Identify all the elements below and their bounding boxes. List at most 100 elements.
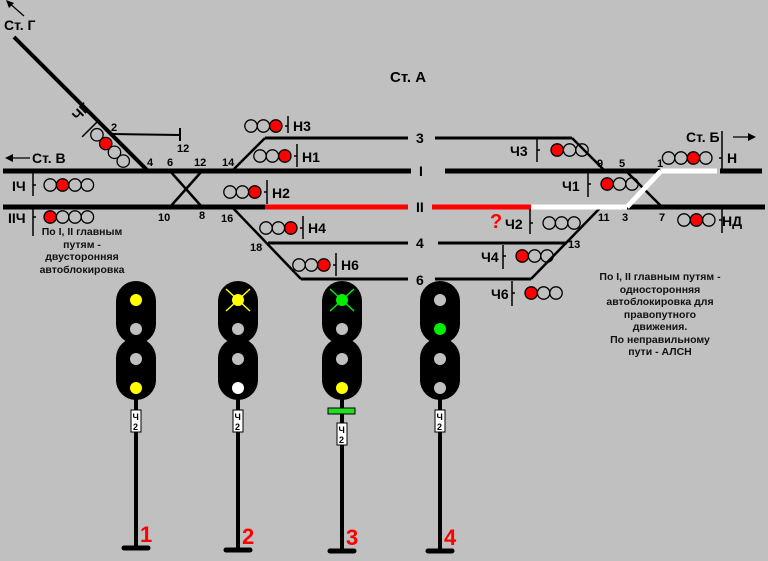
route-highlight bbox=[265, 168, 717, 210]
lamp-off bbox=[80, 178, 95, 192]
lamp-off bbox=[336, 323, 348, 335]
station-v-label: Ст. В bbox=[32, 150, 66, 166]
signal-label: Н3 bbox=[293, 118, 311, 134]
track-label-6: 6 bbox=[416, 272, 424, 288]
signal-Н3: Н3 bbox=[244, 116, 311, 134]
lamp-off bbox=[232, 353, 244, 365]
lamp-white bbox=[232, 382, 244, 394]
option-signal-1[interactable]: Ч21 bbox=[116, 281, 156, 551]
lamp-off bbox=[625, 177, 639, 191]
lamp-off bbox=[80, 210, 95, 224]
lamp-off bbox=[235, 185, 250, 199]
signal-label: IЧ bbox=[12, 178, 26, 194]
switch-number: 13 bbox=[568, 239, 580, 251]
lamp-off bbox=[253, 149, 267, 163]
signal-label: ЧГ bbox=[69, 100, 93, 124]
switch-number: 2 bbox=[111, 122, 117, 134]
signal-plate-bottom: 2 bbox=[339, 435, 344, 445]
lamp-off bbox=[540, 249, 554, 263]
lamp-lit bbox=[55, 178, 70, 192]
lamp-off bbox=[271, 221, 286, 235]
turnout-14 bbox=[231, 137, 266, 172]
signal-plate bbox=[232, 409, 244, 433]
lamp-off bbox=[698, 151, 713, 165]
switch-number: 5 bbox=[619, 158, 625, 170]
lamp-off bbox=[527, 249, 542, 263]
lamp-off bbox=[674, 151, 688, 165]
signal-Ч1: Ч1 bbox=[562, 173, 639, 197]
lamp-lit bbox=[686, 151, 701, 165]
signal-label: НД bbox=[722, 213, 742, 229]
track-label-II: II bbox=[416, 199, 424, 215]
turnout-9 bbox=[571, 137, 606, 172]
signal-head-upper bbox=[116, 281, 156, 344]
switch-number: 18 bbox=[250, 242, 262, 254]
signal-head-lower bbox=[116, 338, 156, 400]
signal-label: Ч4 bbox=[481, 249, 499, 265]
lamp-lit bbox=[550, 143, 565, 157]
lamp-off bbox=[612, 177, 627, 191]
track-label-3: 3 bbox=[416, 130, 424, 146]
switch-number: 4 bbox=[147, 157, 154, 169]
lamp-off bbox=[223, 185, 237, 199]
option-signal-2[interactable]: Ч22 bbox=[218, 281, 258, 553]
lamp-lit bbox=[515, 249, 530, 263]
signal-plate-top: Ч bbox=[437, 412, 443, 422]
option-signal-3[interactable]: Ч23 bbox=[322, 281, 362, 554]
switch-number: 8 bbox=[199, 210, 205, 222]
signal-label: IIЧ bbox=[8, 210, 26, 226]
lamp-off bbox=[434, 382, 446, 394]
switch-number: 7 bbox=[659, 212, 665, 224]
signal-НД: НД bbox=[677, 208, 742, 233]
lamp-off bbox=[256, 119, 271, 133]
lamp-off bbox=[567, 216, 581, 230]
option-signal-4[interactable]: Ч24 bbox=[420, 281, 460, 554]
signal-label: Н4 bbox=[308, 220, 326, 236]
switch-number: 3 bbox=[622, 212, 628, 224]
signal-plate-bottom: 2 bbox=[437, 422, 442, 432]
flashing-rays-icon bbox=[329, 288, 355, 312]
signal-label: Н bbox=[727, 150, 737, 166]
signal-label: Ч1 bbox=[562, 178, 580, 194]
switch-number: 10 bbox=[158, 212, 170, 224]
lamp-off bbox=[562, 143, 577, 157]
lamp-lit bbox=[247, 185, 262, 199]
signal-Н: Н bbox=[661, 131, 737, 170]
signal-IIЧ: IIЧ bbox=[8, 209, 95, 236]
switch-number: 14 bbox=[222, 157, 235, 169]
lamp-off bbox=[336, 353, 348, 365]
signal-head-upper bbox=[322, 281, 362, 344]
turnout-16-18 bbox=[231, 206, 302, 280]
lamp-off bbox=[661, 151, 676, 165]
flashing-rays-icon bbox=[225, 288, 251, 312]
lamp-lit bbox=[689, 213, 704, 227]
signal-Ч2: Ч2 bbox=[505, 209, 581, 234]
note-left: По I, II главным путям - двусторонняя ав… bbox=[39, 226, 125, 276]
option-number: 2 bbox=[242, 524, 254, 549]
signal-head-lower bbox=[420, 338, 460, 400]
signal-label: Н6 bbox=[341, 257, 359, 273]
station-g-label: Ст. Г bbox=[4, 17, 36, 33]
track-to-g bbox=[12, 35, 150, 173]
lamp-off bbox=[434, 353, 446, 365]
signal-head-upper bbox=[218, 281, 258, 344]
dead-end-track bbox=[112, 133, 181, 136]
lamp-lit bbox=[316, 258, 331, 272]
lamp-off bbox=[575, 143, 589, 157]
signal-Ч6: Ч6 bbox=[491, 281, 563, 306]
lamp-lit bbox=[277, 149, 292, 163]
lamp-yellow bbox=[130, 294, 142, 306]
lamp-yellow bbox=[130, 382, 142, 394]
switch-number: 12 bbox=[177, 143, 189, 155]
signal-label: Ч2 bbox=[505, 216, 523, 232]
lamp-off bbox=[542, 216, 557, 230]
lamp-off bbox=[434, 294, 446, 306]
lamp-lit bbox=[268, 119, 283, 133]
option-number: 3 bbox=[346, 525, 358, 550]
lamp-off bbox=[130, 323, 142, 335]
switch-number: 12 bbox=[194, 157, 206, 169]
note-right: По I, II главным путям - односторонняя а… bbox=[599, 271, 721, 358]
tracks bbox=[3, 35, 765, 281]
